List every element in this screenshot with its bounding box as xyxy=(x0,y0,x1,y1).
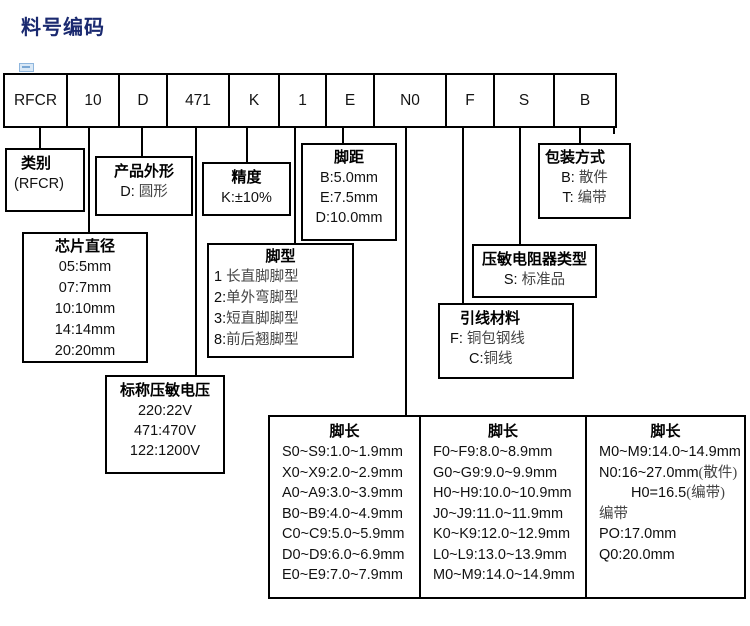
connector-line xyxy=(88,128,90,232)
lead-material-box-title: 引线材料 xyxy=(460,310,521,327)
chip-diameter-option: 07:7mm xyxy=(58,280,112,296)
leg-length-row: S0~S9:1.0~1.9mm xyxy=(282,444,403,460)
connector-line xyxy=(246,128,248,162)
leg-length-row: D0~D9:6.0~6.9mm xyxy=(282,546,405,563)
leg-length-row: E0~E9:7.0~7.9mm xyxy=(282,567,403,583)
code-segment-type: S xyxy=(495,75,555,126)
connector-line xyxy=(519,128,521,245)
lead-material-option: C:铜线 xyxy=(469,351,513,367)
product-shape-box-value: D: 圆形 xyxy=(120,184,168,200)
connector-line xyxy=(195,128,197,375)
pin-pitch-option: D:10.0mm xyxy=(315,210,383,226)
chip-diameter-option: 20:20mm xyxy=(54,343,116,359)
leg-length-column-title: 脚长 xyxy=(650,423,681,440)
product-shape-box: 产品外形 D: 圆形 xyxy=(95,156,193,216)
leg-length-table: 脚长 S0~S9:1.0~1.9mm X0~X9:2.0~2.9mm A0~A9… xyxy=(268,415,746,599)
leg-length-column-1: 脚长 S0~S9:1.0~1.9mm X0~X9:2.0~2.9mm A0~A9… xyxy=(270,417,419,597)
connector-line xyxy=(405,128,407,415)
code-segment-packaging: B xyxy=(579,91,591,109)
code-segment-voltage: 471 xyxy=(168,75,230,126)
pin-type-box: 脚型 1 长直脚脚型 2:单外弯脚型 3:短直脚脚型 8:前后翘脚型 xyxy=(207,243,354,358)
leg-length-column-2: 脚长 F0~F9:8.0~8.9mm G0~G9:9.0~9.9mm H0~H9… xyxy=(419,417,585,597)
precision-box-title: 精度 xyxy=(231,169,262,186)
nominal-voltage-box-title: 标称压敏电压 xyxy=(119,382,210,399)
connector-line xyxy=(579,128,581,143)
leg-length-row: F0~F9:8.0~8.9mm xyxy=(433,444,553,460)
pin-type-option: 1 长直脚脚型 xyxy=(214,269,299,285)
chip-diameter-option: 05:5mm xyxy=(58,259,112,275)
pin-pitch-option: E:7.5mm xyxy=(319,190,378,206)
connector-line xyxy=(613,128,615,134)
nominal-voltage-option: 471:470V xyxy=(133,423,197,439)
packaging-option: T: 编带 xyxy=(562,190,607,206)
pin-type-option: 3:短直脚脚型 xyxy=(214,311,299,327)
chip-diameter-option: 14:14mm xyxy=(54,322,116,338)
chip-diameter-box-title: 芯片直径 xyxy=(54,238,115,255)
leg-length-row: L0~L9:13.0~13.9mm xyxy=(433,546,567,563)
pin-type-option: 8:前后翘脚型 xyxy=(214,332,299,348)
lead-material-box: 引线材料 F: 铜包钢线 C:铜线 xyxy=(438,303,574,379)
code-segment-lead-material: F xyxy=(447,75,495,126)
leg-length-row: C0~C9:5.0~5.9mm xyxy=(282,526,405,542)
code-segment-tolerance: K xyxy=(230,75,280,126)
connector-line xyxy=(462,128,464,303)
nominal-voltage-option: 122:1200V xyxy=(129,443,201,459)
tiny-image-placeholder-icon xyxy=(19,63,34,72)
connector-line xyxy=(294,128,296,243)
leg-length-row: M0~M9:14.0~14.9mm xyxy=(599,444,741,460)
lead-material-option: F: 铜包钢线 xyxy=(450,331,525,347)
code-segment-pin-type: 1 xyxy=(280,75,327,126)
category-box: 类别 (RFCR) xyxy=(5,148,85,212)
leg-length-column-title: 脚长 xyxy=(487,423,518,440)
pin-type-option: 2:单外弯脚型 xyxy=(214,290,299,306)
category-box-value: (RFCR) xyxy=(14,176,64,192)
part-number-code-row: RFCR 10 D 471 K 1 E N0 F S B xyxy=(3,73,617,128)
connector-line xyxy=(39,128,41,148)
leg-length-column-title: 脚长 xyxy=(329,423,360,440)
pin-type-box-title: 脚型 xyxy=(265,248,296,265)
precision-box-value: K:±10% xyxy=(221,190,272,206)
leg-length-row: Q0:20.0mm xyxy=(599,546,675,563)
leg-length-row: H0~H9:10.0~10.9mm xyxy=(433,485,572,501)
code-segment-leg-length: N0 xyxy=(375,75,447,126)
varistor-type-option: S: 标准品 xyxy=(503,272,566,288)
code-segment-pin-pitch: E xyxy=(327,75,375,126)
connector-line xyxy=(342,128,344,143)
leg-length-row: G0~G9:9.0~9.9mm xyxy=(433,464,558,481)
leg-length-row: N0:16~27.0mm(散件) xyxy=(599,464,738,481)
pin-pitch-box: 脚距 B:5.0mm E:7.5mm D:10.0mm xyxy=(301,143,397,241)
packaging-box: 包装方式 B: 散件 T: 编带 xyxy=(538,143,631,219)
nominal-voltage-option: 220:22V xyxy=(137,403,193,419)
code-segment-chip-diameter: 10 xyxy=(68,75,120,126)
leg-length-row: B0~B9:4.0~4.9mm xyxy=(282,505,403,522)
leg-length-row: 编带 xyxy=(599,505,628,522)
category-box-title: 类别 xyxy=(21,155,52,172)
pin-pitch-option: B:5.0mm xyxy=(319,170,378,186)
code-segment-shape: D xyxy=(120,75,168,126)
leg-length-row: K0~K9:12.0~12.9mm xyxy=(433,526,571,542)
packaging-option: B: 散件 xyxy=(561,170,608,186)
packaging-box-title: 包装方式 xyxy=(545,149,606,166)
leg-length-row: A0~A9:3.0~3.9mm xyxy=(282,485,403,501)
leg-length-row: M0~M9:14.0~14.9mm xyxy=(433,567,575,583)
precision-box: 精度 K:±10% xyxy=(202,162,291,216)
product-shape-box-title: 产品外形 xyxy=(113,163,174,180)
connector-line xyxy=(141,128,143,156)
leg-length-column-3: 脚长 M0~M9:14.0~14.9mm N0:16~27.0mm(散件) H0… xyxy=(585,417,744,597)
page-title: 料号编码 xyxy=(21,17,105,39)
leg-length-row: H0=16.5(编带) xyxy=(631,485,725,501)
leg-length-row: X0~X9:2.0~2.9mm xyxy=(282,464,403,481)
code-segment-series: RFCR xyxy=(5,75,68,126)
nominal-voltage-box: 标称压敏电压 220:22V 471:470V 122:1200V xyxy=(105,375,225,474)
leg-length-row: J0~J9:11.0~11.9mm xyxy=(433,505,564,522)
varistor-type-box: 压敏电阻器类型 S: 标准品 xyxy=(472,244,597,298)
pin-pitch-box-title: 脚距 xyxy=(333,149,364,166)
chip-diameter-box: 芯片直径 05:5mm 07:7mm 10:10mm 14:14mm 20:20… xyxy=(22,232,148,363)
chip-diameter-option: 10:10mm xyxy=(54,301,116,317)
varistor-type-box-title: 压敏电阻器类型 xyxy=(481,251,587,268)
leg-length-row: PO:17.0mm xyxy=(599,526,677,542)
